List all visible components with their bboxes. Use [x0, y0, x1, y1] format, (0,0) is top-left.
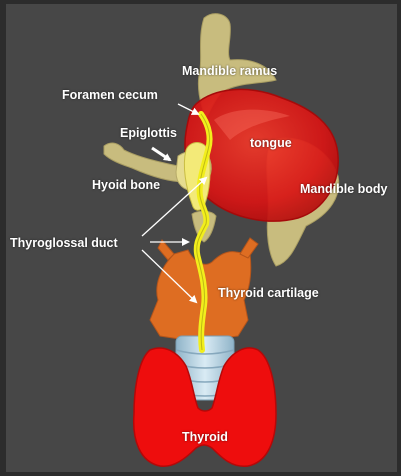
label-mandible-body: Mandible body: [300, 182, 388, 196]
label-thyroglossal-duct: Thyroglossal duct: [10, 236, 118, 250]
label-foramen-cecum: Foramen cecum: [62, 88, 158, 102]
label-thyroid: Thyroid: [182, 430, 228, 444]
label-epiglottis: Epiglottis: [120, 126, 177, 140]
label-hyoid-bone: Hyoid bone: [92, 178, 160, 192]
label-thyroid-cartilage: Thyroid cartilage: [218, 286, 319, 300]
label-mandible-ramus: Mandible ramus: [182, 64, 277, 78]
label-tongue: tongue: [250, 136, 292, 150]
